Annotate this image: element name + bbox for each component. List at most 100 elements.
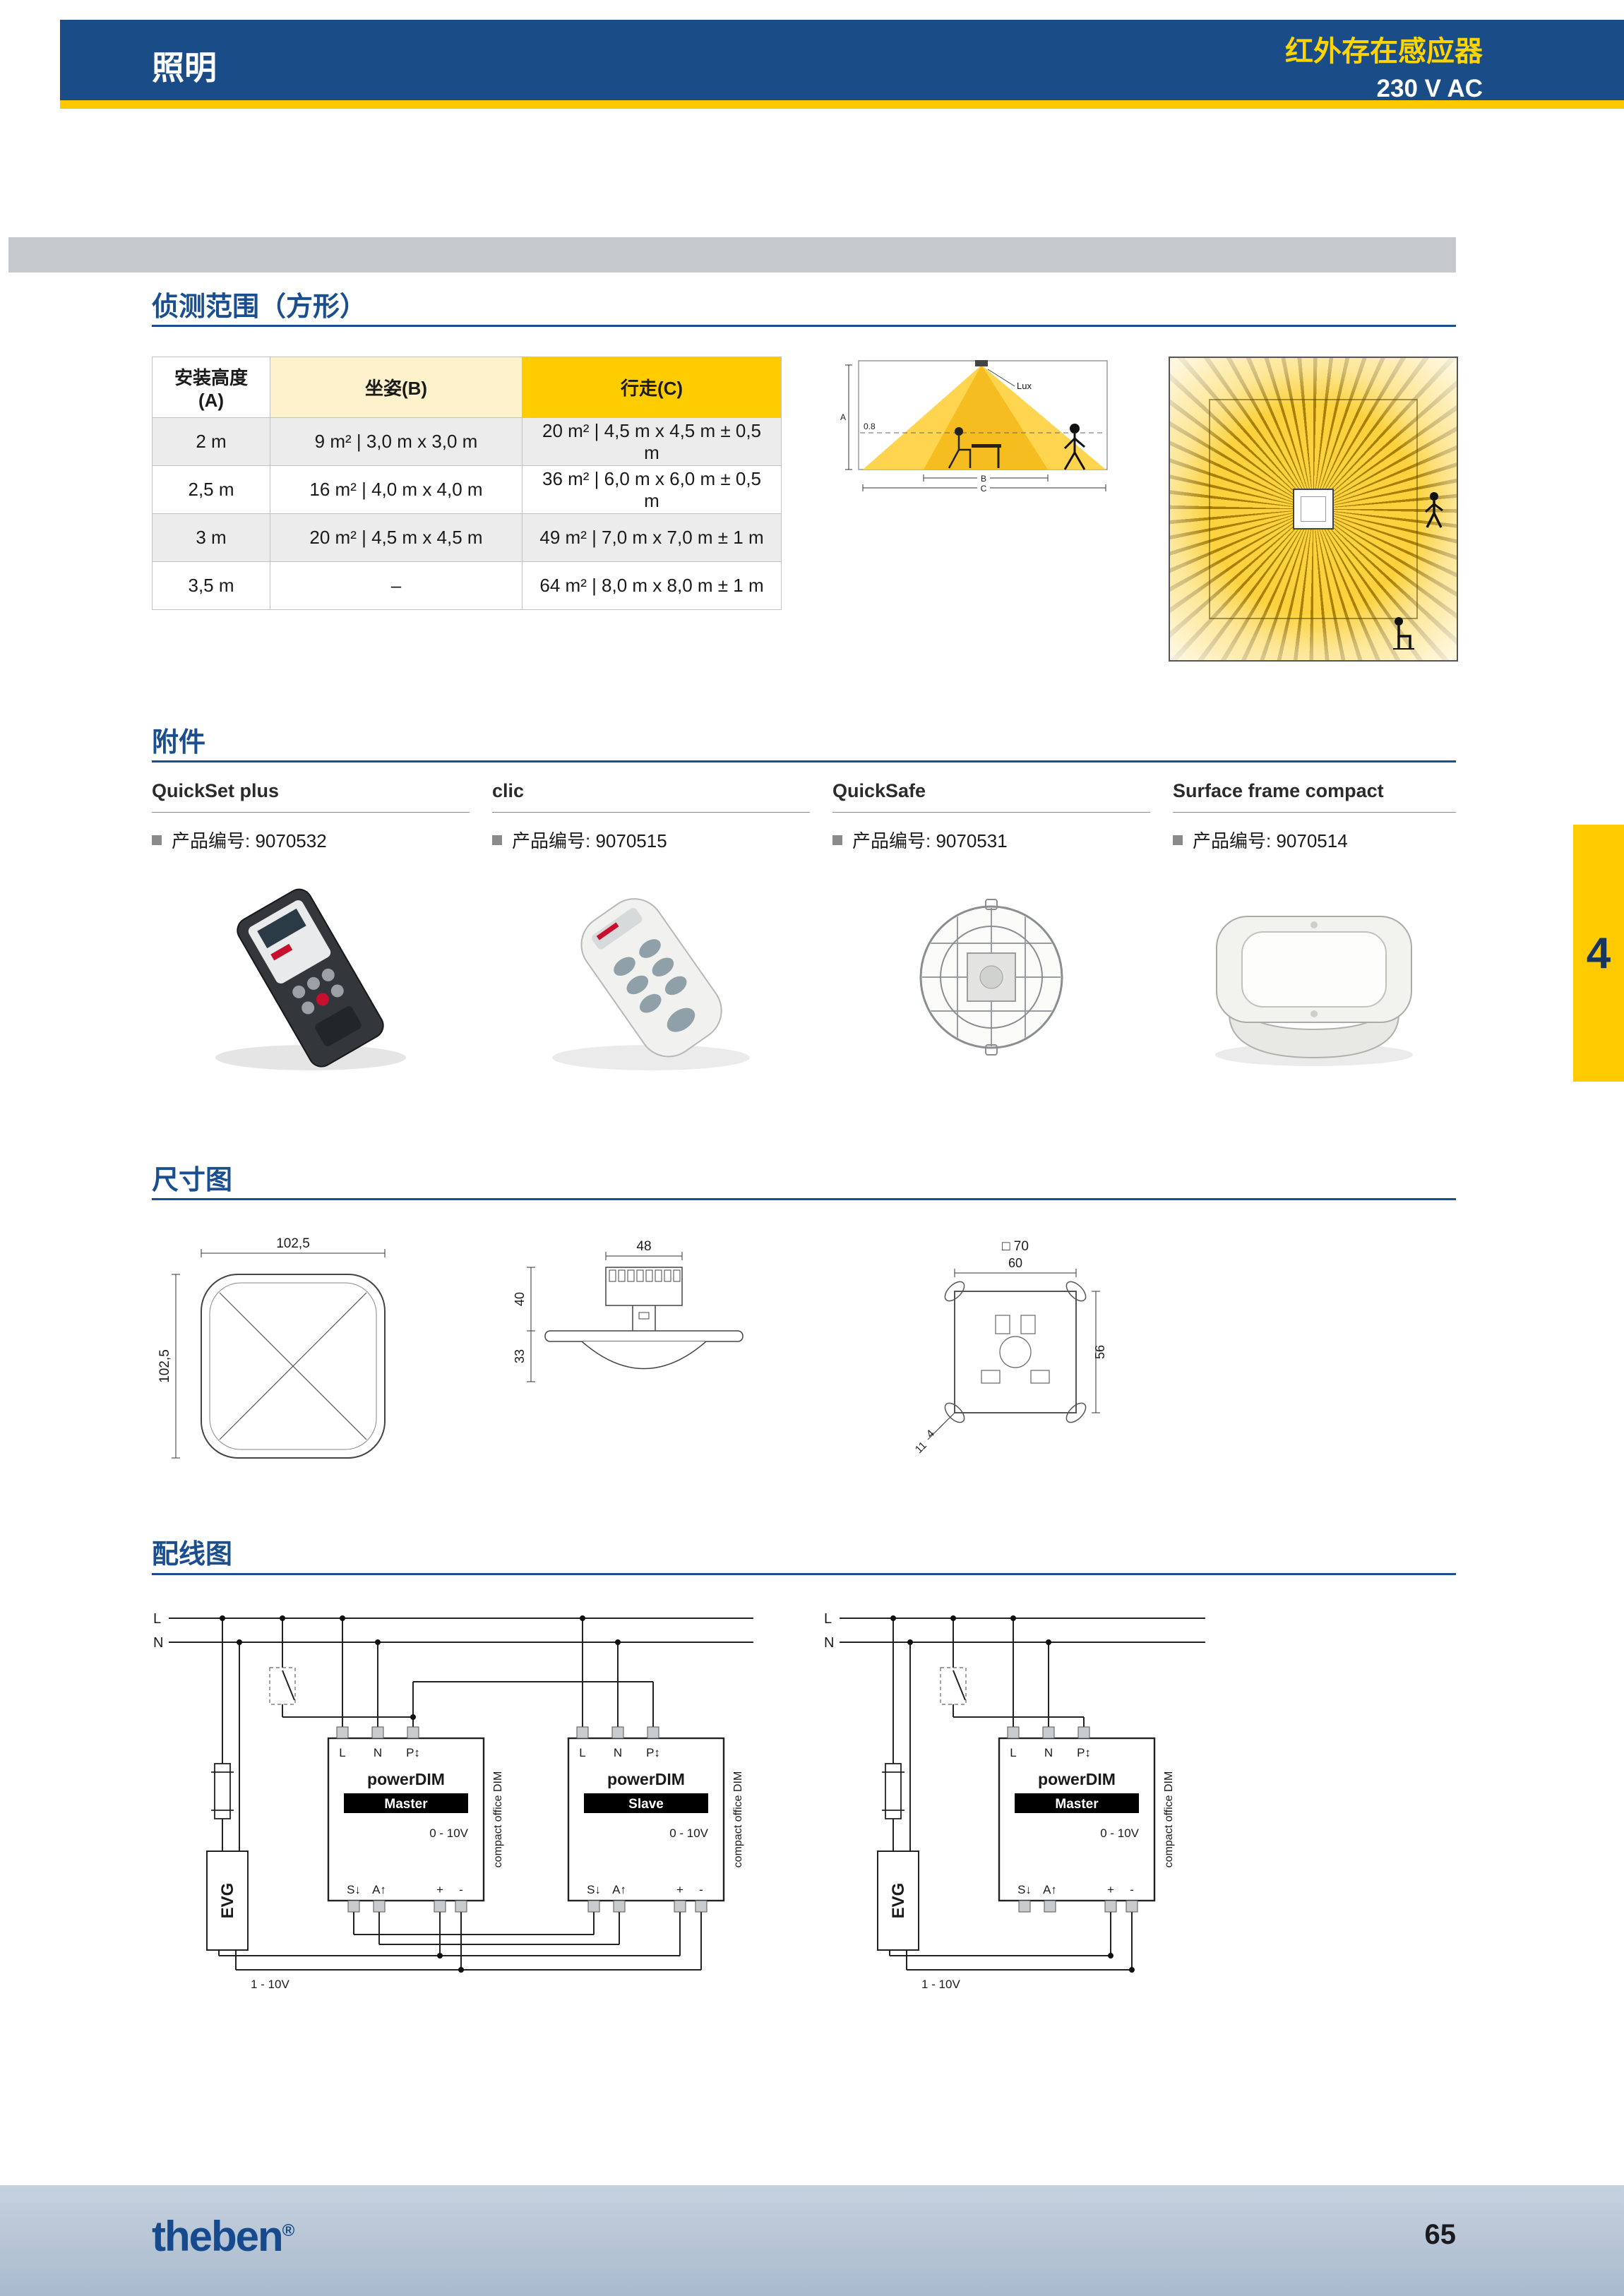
term-l: L: [579, 1746, 585, 1759]
compact-office-dim-label: compact office DIM: [732, 1771, 744, 1868]
dim-label-11: 11: [913, 1440, 929, 1456]
header-band: 照明 红外存在感应器 230 V AC: [60, 20, 1624, 103]
term-s: S↓: [1017, 1883, 1032, 1896]
powerdim-label: powerDIM: [367, 1770, 445, 1788]
powerdim-label: powerDIM: [1038, 1770, 1116, 1788]
surface-frame-image: [1215, 916, 1413, 1066]
dim-label-40: 40: [513, 1292, 527, 1306]
v110-label: 1 - 10V: [921, 1978, 960, 1991]
wire-label-l: L: [153, 1611, 161, 1627]
wiring-diagram-master: L N: [824, 1611, 1205, 1991]
v010-label: 0 - 10V: [429, 1826, 468, 1840]
evg-box: [877, 1850, 919, 1951]
col-header-mounting-height: 安装高度 (A): [152, 357, 270, 418]
dimension-drawing-front: 102,5 102,5: [157, 1236, 386, 1459]
term-l: L: [1010, 1746, 1016, 1759]
accessory-image: [492, 873, 810, 1084]
table-cell: 2 m: [152, 417, 270, 466]
wire-label-n: N: [153, 1635, 163, 1651]
accessory-surface-frame: Surface frame compact 产品编号: 9070514: [1173, 780, 1456, 1084]
logo-text: theben: [152, 2213, 284, 2260]
dim-label-60: 60: [1008, 1256, 1022, 1270]
wiring-section-rule: [152, 1573, 1456, 1575]
compact-office-dim-label: compact office DIM: [1163, 1771, 1175, 1868]
master-label: Master: [1055, 1797, 1099, 1812]
accessory-sku: 产品编号: 9070532: [172, 830, 327, 851]
dimension-drawing-back: □ 70 60 56 4 11: [913, 1239, 1107, 1456]
dim-label-33: 33: [513, 1349, 527, 1363]
table-row: 3 m 20 m² | 4,5 m x 4,5 m 49 m² | 7,0 m …: [152, 513, 782, 562]
accessory-quicksafe: QuickSafe 产品编号: 9070531: [832, 780, 1150, 1084]
slave-label: Slave: [628, 1797, 664, 1812]
dim-label-56: 56: [1093, 1345, 1107, 1359]
footer-band: theben® 65: [0, 2185, 1624, 2296]
dim-label-48: 48: [636, 1239, 651, 1254]
dimensions-section-title: 尺寸图: [152, 1166, 233, 1195]
master-label: Master: [384, 1797, 428, 1812]
square-bullet-icon: [1173, 835, 1183, 845]
v010-label: 0 - 10V: [669, 1826, 708, 1840]
detection-table: 安装高度 (A) 坐姿(B) 行走(C) 2 m 9 m² | 3,0 m x …: [152, 357, 782, 610]
sensor-center-marker: [1293, 489, 1334, 530]
chapter-tab: 4: [1573, 825, 1624, 1082]
detection-section-title: 侦测范围（方形）: [152, 292, 367, 322]
accessory-name: QuickSafe: [832, 780, 1150, 813]
term-p: P↕: [1077, 1746, 1091, 1759]
term-p: P↕: [646, 1746, 660, 1759]
accessory-sku-row: 产品编号: 9070514: [1173, 827, 1456, 853]
diagram-label-b: B: [981, 474, 986, 484]
table-cell: 36 m² | 6,0 m x 6,0 m ± 0,5 m: [522, 465, 782, 514]
powerdim-label: powerDIM: [607, 1770, 685, 1788]
dim-label-width: 102,5: [276, 1236, 310, 1251]
square-bullet-icon: [832, 835, 842, 845]
accessory-sku-row: 产品编号: 9070515: [492, 827, 810, 853]
header-right: 红外存在感应器 230 V AC: [1285, 28, 1483, 103]
v110-label: 1 - 10V: [251, 1978, 289, 1991]
term-a: A↑: [372, 1883, 386, 1896]
table-cell: 20 m² | 4,5 m x 4,5 m ± 0,5 m: [522, 417, 782, 466]
term-minus: -: [1130, 1883, 1134, 1896]
dim-label-square70: □ 70: [1002, 1239, 1029, 1254]
term-n: N: [374, 1746, 382, 1759]
term-plus: +: [436, 1883, 443, 1896]
wire-label-n: N: [824, 1635, 834, 1651]
product-title: 红外存在感应器: [1285, 36, 1483, 67]
accessory-name: QuickSet plus: [152, 780, 470, 813]
diagram-label-08: 0.8: [864, 421, 876, 431]
diagram-label-c: C: [981, 484, 987, 494]
sitting-person-icon: [948, 427, 972, 469]
accessory-sku-row: 产品编号: 9070532: [152, 827, 470, 853]
quicksafe-image: [919, 899, 1063, 1056]
accessory-name: clic: [492, 780, 810, 813]
term-minus: -: [459, 1883, 463, 1896]
table-cell: 3,5 m: [152, 561, 270, 610]
wire-label-l: L: [824, 1611, 832, 1627]
page-number: 65: [1424, 2219, 1457, 2250]
detection-top-view-diagram: [1169, 357, 1458, 662]
table-row: 2 m 9 m² | 3,0 m x 3,0 m 20 m² | 4,5 m x…: [152, 417, 782, 466]
diagram-label-a: A: [840, 412, 846, 422]
term-s: S↓: [587, 1883, 601, 1896]
accessories-section-rule: [152, 760, 1456, 763]
term-minus: -: [699, 1883, 703, 1896]
table-row: 2,5 m 16 m² | 4,0 m x 4,0 m 36 m² | 6,0 …: [152, 465, 782, 514]
evg-label: EVG: [889, 1883, 908, 1919]
powerdim-master-box: [327, 1737, 485, 1902]
diagram-label-lux: Lux: [1017, 381, 1032, 391]
table-cell: 16 m² | 4,0 m x 4,0 m: [270, 465, 523, 514]
wiring-diagram-master-slave: L N: [153, 1611, 753, 1991]
dimension-drawing-side: 48 40 33: [513, 1239, 744, 1382]
detection-side-view-diagram: 0.8 Lux: [840, 360, 1108, 494]
dim-label-height: 102,5: [157, 1349, 172, 1383]
lamp-symbol: [211, 1763, 234, 1819]
switch-symbol: [940, 1667, 967, 1705]
evg-label: EVG: [218, 1883, 237, 1919]
wiring-section-title: 配线图: [152, 1540, 233, 1569]
term-n: N: [1044, 1746, 1053, 1759]
table-cell: 20 m² | 4,5 m x 4,5 m: [270, 513, 523, 562]
walking-person-icon: [1424, 492, 1443, 529]
dimensions-section-rule: [152, 1198, 1456, 1200]
table-cell: 2,5 m: [152, 465, 270, 514]
table-row: 3,5 m – 64 m² | 8,0 m x 8,0 m ± 1 m: [152, 561, 782, 610]
term-a: A↑: [1043, 1883, 1057, 1896]
